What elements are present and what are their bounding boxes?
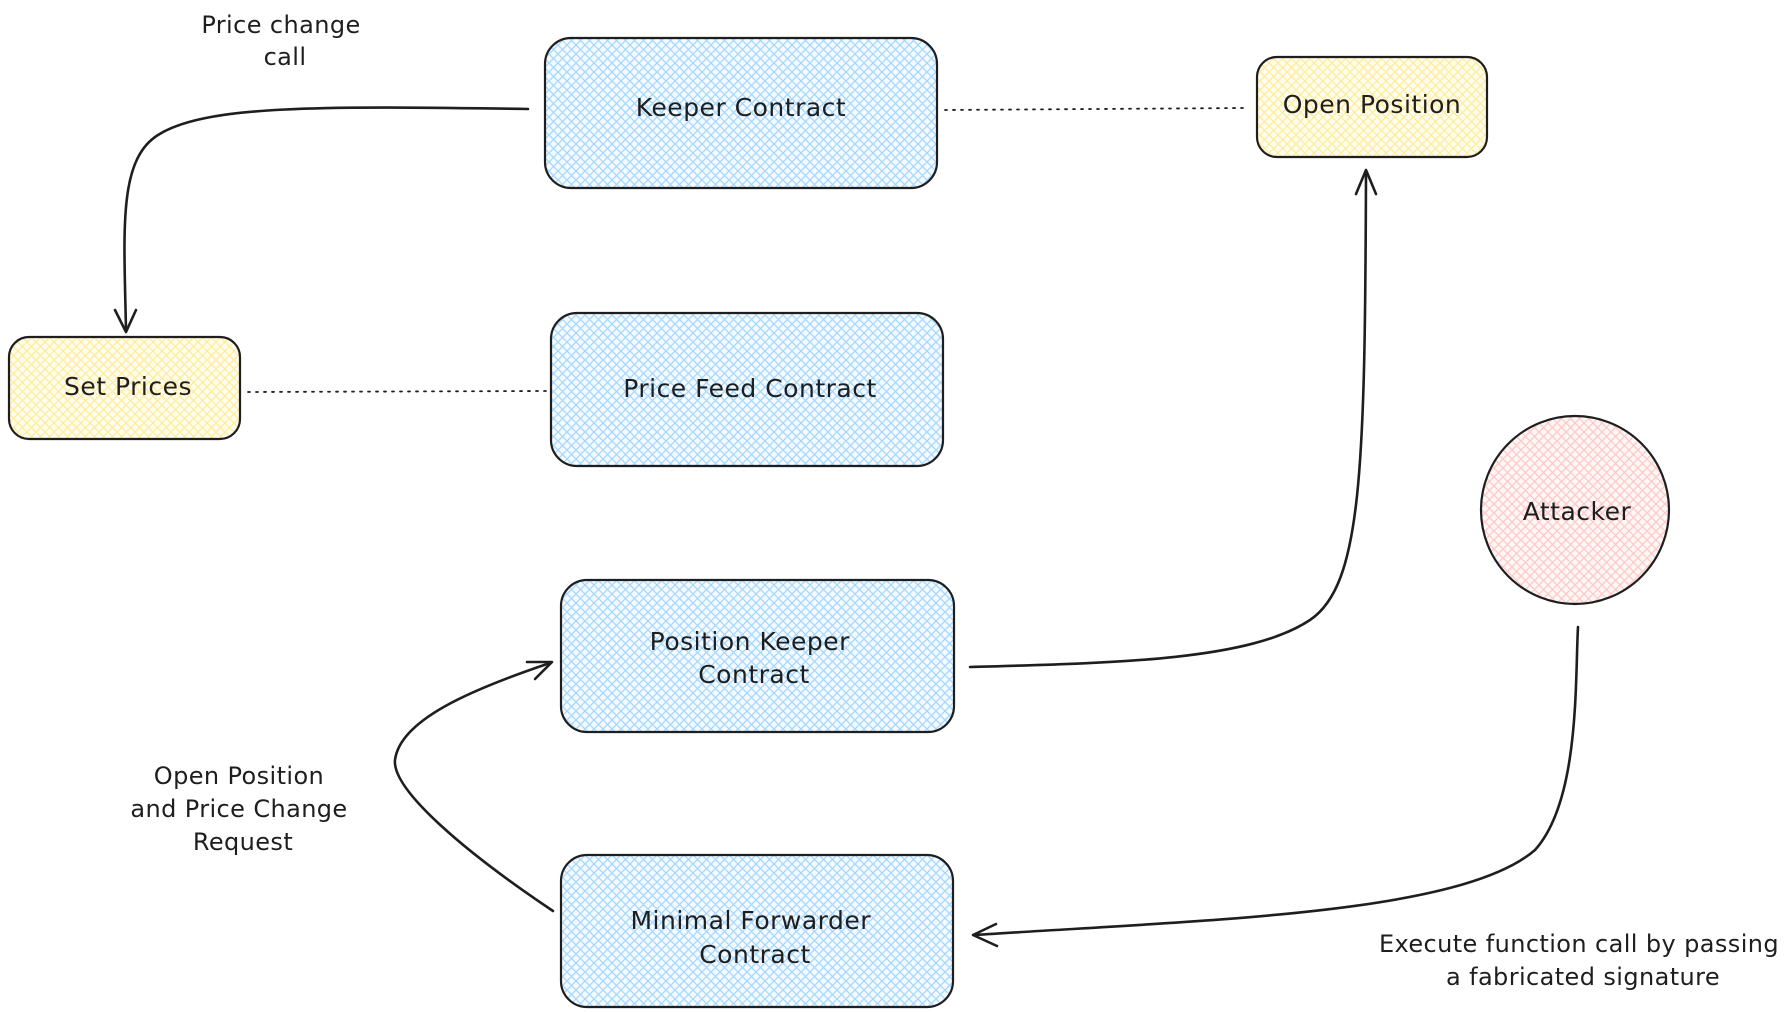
keeper-contract-label: Keeper Contract: [636, 93, 846, 122]
price-feed-contract-label: Price Feed Contract: [623, 374, 877, 403]
price-change-call-label: Price change call: [201, 11, 368, 71]
attacker-node[interactable]: Attacker: [1479, 414, 1671, 606]
keeper-to-open-position-link: [944, 107, 1246, 111]
forwarder-to-position-keeper-arrow: [393, 660, 555, 913]
position-keeper-to-open-position-arrow: [968, 168, 1378, 669]
price-change-call-arrow: [113, 106, 530, 334]
execute-function-call-label: Execute function call by passing a fabri…: [1379, 930, 1787, 991]
minimal-forwarder-contract-label: Minimal Forwarder Contract: [630, 906, 879, 969]
set-prices-to-price-feed-link: [247, 390, 548, 393]
position-keeper-contract-label: Position Keeper Contract: [650, 627, 859, 689]
keeper-contract-node[interactable]: Keeper Contract: [543, 36, 939, 190]
price-feed-contract-node[interactable]: Price Feed Contract: [549, 311, 945, 468]
open-position-label: Open Position: [1283, 90, 1462, 119]
attacker-label: Attacker: [1523, 497, 1632, 526]
open-position-request-label: Open Position and Price Change Request: [130, 762, 355, 856]
position-keeper-contract-node[interactable]: Position Keeper Contract: [559, 578, 956, 734]
minimal-forwarder-contract-node[interactable]: Minimal Forwarder Contract: [559, 853, 955, 1009]
attacker-to-forwarder-arrow: [971, 625, 1580, 948]
set-prices-node[interactable]: Set Prices: [7, 335, 242, 441]
open-position-node[interactable]: Open Position: [1255, 55, 1489, 159]
set-prices-label: Set Prices: [64, 372, 192, 401]
